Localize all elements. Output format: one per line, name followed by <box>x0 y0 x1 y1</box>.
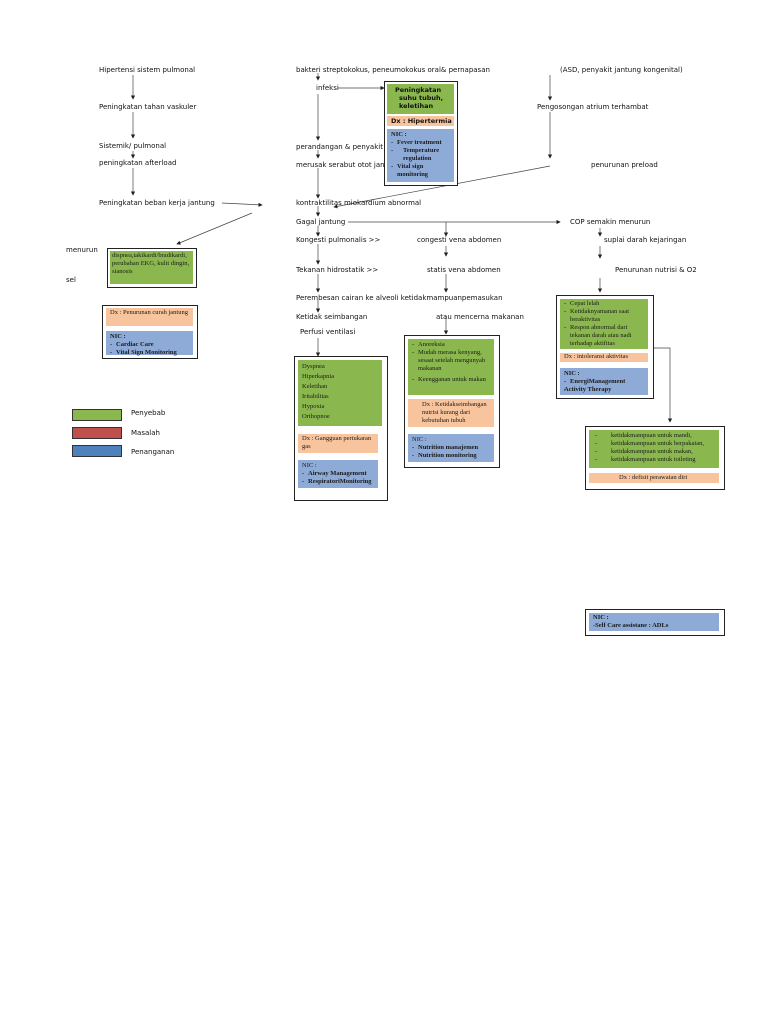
perawatan-diri-dx: Dx : defisit perawatan diri <box>589 473 719 483</box>
nic-title: NIC : <box>110 333 126 340</box>
tahan-vaskuler-label: Peningkatan tahan vaskuler <box>99 103 197 111</box>
cop-label: COP semakin menurun <box>570 218 651 226</box>
pertukaran-gas-dx: Dx : Gangguan pertukaran gas <box>298 434 378 453</box>
aktivitas-dx: Dx : intoleransi aktivitas <box>560 353 648 362</box>
curah-jantung-cause-box: dispnea,takikardi/bradikardi, perubahan … <box>107 248 197 288</box>
nic-item: -Self Care assistane : ADLs <box>593 622 669 629</box>
nutrisi-dx: Dx : Ketidakseimbangan nutrisi kurang da… <box>408 399 494 427</box>
nic-item: Temperature regulation <box>391 147 452 163</box>
cause-line: ketidakmampuan untuk makan, <box>595 448 717 456</box>
hipertermia-box: Peningkatan suhu tubuh, keletihan Dx : H… <box>384 81 458 186</box>
cause-line: Dyspnea <box>302 363 325 370</box>
cause-line: suhu tubuh, <box>399 94 444 102</box>
pertukaran-gas-cause: Dyspnea Hiperkapnia Keletihan Iritabilit… <box>298 360 382 426</box>
legend-label-penanganan: Penanganan <box>131 448 175 456</box>
nic-item: Nutrition monitoring <box>412 452 492 460</box>
cause-line: Keengganan untuk makan <box>412 376 492 384</box>
beban-label: Peningkatan beban kerja jantung <box>99 199 215 207</box>
nic-title: NIC : <box>391 131 407 138</box>
aktivitas-box: Cepat lelah Ketidaknyamanan saat berakti… <box>556 295 654 399</box>
hipertensi-label: Hipertensi sistem pulmonal <box>99 66 196 74</box>
nic-title: NIC : <box>564 370 580 377</box>
cause-line: ketidakmampuan untuk berpakaian, <box>595 440 717 448</box>
hipertermia-nic: NIC : Fever treatment Temperature regula… <box>387 129 454 182</box>
perawatan-diri-box: ketidakmampuan untuk mandi, ketidakmampu… <box>585 426 725 490</box>
sistemik-label: Sistemik/ pulmonal <box>99 142 167 150</box>
cause-line: Iritabilitas <box>302 393 329 400</box>
kongesti-abdomen-label: congesti vena abdomen <box>417 236 502 244</box>
merusak-label: merusak serabut otot jan <box>296 161 385 169</box>
perembesan-label: Perembesan cairan ke alveoli ketidakmamp… <box>296 294 503 302</box>
cause-line: Mudah merasa kenyang, sesaat setelah men… <box>412 349 492 373</box>
nic-item: Airway Management <box>302 470 376 478</box>
afterload-label: peningkatan afterload <box>99 159 177 167</box>
cause-line: ketidakmampuan untuk mandi, <box>595 432 717 440</box>
nic-item: Fever treatment <box>391 139 452 147</box>
cause-line: ketidakmampuan untuk toileting <box>595 456 717 464</box>
legend-swatch-penanganan <box>72 445 122 457</box>
cause-line: Orthopnoe <box>302 413 330 420</box>
perawatan-diri-cause: ketidakmampuan untuk mandi, ketidakmampu… <box>589 430 719 468</box>
cause-line: keletihan <box>399 102 434 110</box>
kontraktilitas-label: kontraktilitas miokardium abnormal <box>296 199 422 207</box>
cause-line: Hypoxia <box>302 403 325 410</box>
gagal-jantung-label: Gagal jantung <box>296 218 346 226</box>
ketidak-seimbangan-label: Ketidak seimbangan <box>296 313 368 321</box>
infeksi-label: infeksi <box>316 84 339 92</box>
mencerna-label: atau mencerna makanan <box>436 313 524 321</box>
nic-title: NIC : <box>302 462 317 469</box>
nutrisi-box: Anoreksia Mudah merasa kenyang, sesaat s… <box>404 335 500 468</box>
legend-swatch-masalah <box>72 427 122 439</box>
nic-title: NIC : <box>412 436 427 443</box>
cause-line: Hiperkapnia <box>302 373 335 380</box>
curah-jantung-box: Dx : Penurunan curah jantung NIC : Cardi… <box>102 305 198 359</box>
self-care-nic: NIC : -Self Care assistane : ADLs <box>589 613 719 631</box>
preload-label: penurunan preload <box>591 161 658 169</box>
legend-label-penyebab: Penyebab <box>131 409 166 417</box>
nic-title: NIC : <box>593 614 609 621</box>
statis-vena-label: statis vena abdomen <box>427 266 501 274</box>
pengosongan-label: Pengosongan atrium terhambat <box>537 103 649 111</box>
bakteri-label: bakteri streptokokus, peneumokokus oral&… <box>296 66 490 74</box>
pertukaran-gas-box: Dyspnea Hiperkapnia Keletihan Iritabilit… <box>294 356 388 501</box>
nutrisi-o2-label: Penurunan nutrisi & O2 <box>615 266 697 274</box>
perfusi-label: Perfusi ventilasi <box>300 328 356 336</box>
sel-label: sel <box>66 276 76 284</box>
nic-item: EnergiManagement <box>564 378 646 386</box>
nic-item-plain: Activity Therapy <box>564 386 646 394</box>
legend-label-masalah: Masalah <box>131 429 160 437</box>
asd-label: (ASD, penyakit jantung kongenital) <box>560 66 683 74</box>
cause-line: Anoreksia <box>412 341 492 349</box>
nic-item: Cardiac Care <box>110 341 191 349</box>
menurun-label: menurun <box>66 246 98 254</box>
nic-item: Vital sign monitoring <box>391 163 452 179</box>
cause-line: Respon abnormal dari tekanan darah atau … <box>564 324 646 348</box>
pertukaran-gas-nic: NIC : Airway Management RespiratoriMonit… <box>298 460 378 488</box>
suplai-label: suplai darah kejaringan <box>604 236 687 244</box>
hipertermia-dx: Dx : Hipertermia <box>387 116 454 126</box>
cause-line: Cepat lelah <box>564 300 646 308</box>
self-care-box: NIC : -Self Care assistane : ADLs <box>585 609 725 636</box>
aktivitas-nic: NIC : EnergiManagement Activity Therapy <box>560 368 648 395</box>
cause-line: Peningkatan <box>395 86 442 94</box>
nutrisi-cause: Anoreksia Mudah merasa kenyang, sesaat s… <box>408 339 494 395</box>
nutrisi-nic: NIC : Nutrition manajemen Nutrition moni… <box>408 434 494 462</box>
cause-line: Ketidaknyamanan saat beraktivitas <box>564 308 646 324</box>
nic-item: Vital Sign Monitoring <box>110 349 191 357</box>
curah-jantung-dx: Dx : Penurunan curah jantung <box>106 308 193 326</box>
perandangan-label: perandangan & penyakit <box>296 143 383 151</box>
hipertermia-cause: Peningkatan suhu tubuh, keletihan <box>387 84 454 114</box>
cause-line: Keletihan <box>302 383 328 390</box>
kongesti-pulmonalis-label: Kongesti pulmonalis >> <box>296 236 381 244</box>
nic-item: RespiratoriMonitoring <box>302 478 376 486</box>
legend-swatch-penyebab <box>72 409 122 421</box>
tekanan-hidrostatik-label: Tekanan hidrostatik >> <box>296 266 379 274</box>
curah-jantung-nic: NIC : Cardiac Care Vital Sign Monitoring <box>106 331 193 357</box>
curah-jantung-cause: dispnea,takikardi/bradikardi, perubahan … <box>110 251 193 284</box>
nic-item: Nutrition manajemen <box>412 444 492 452</box>
aktivitas-cause: Cepat lelah Ketidaknyamanan saat berakti… <box>560 299 648 349</box>
